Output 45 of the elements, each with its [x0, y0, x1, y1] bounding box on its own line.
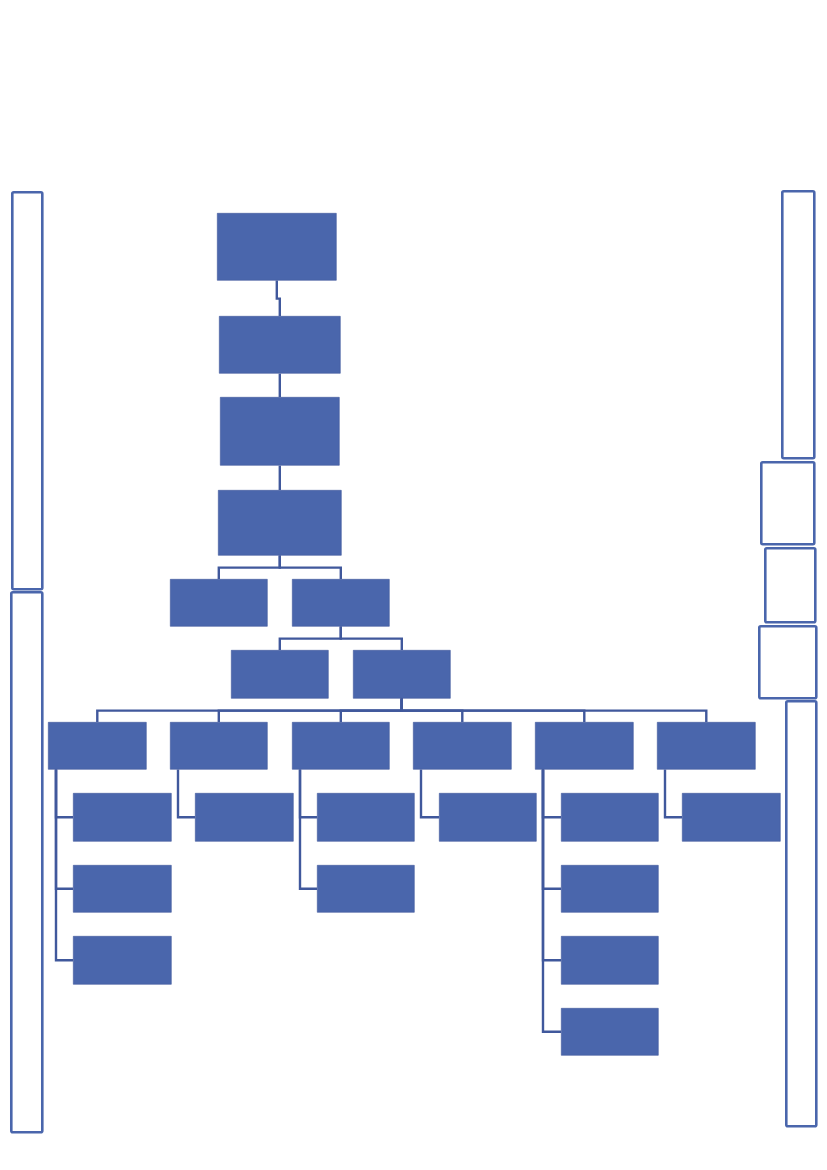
side-band — [785, 700, 818, 1128]
connector-line — [278, 555, 342, 579]
org-chart-box — [170, 722, 268, 770]
connector-line — [419, 769, 439, 819]
side-band — [758, 625, 818, 700]
connector-line — [278, 465, 281, 490]
org-chart-box — [561, 1008, 659, 1056]
connector-line — [275, 280, 281, 316]
side-band — [781, 190, 816, 460]
org-chart-box — [317, 793, 415, 842]
org-chart-box — [231, 650, 329, 699]
connector-line — [663, 769, 682, 819]
org-chart-box — [292, 722, 390, 770]
org-chart-box — [439, 793, 537, 842]
org-chart-box — [170, 579, 268, 627]
connector-line — [400, 698, 708, 722]
connector-line — [339, 626, 403, 650]
side-band — [760, 461, 816, 546]
org-chart-box — [561, 936, 659, 985]
org-chart-box — [73, 865, 172, 913]
org-chart-box — [561, 865, 659, 913]
org-chart-box — [682, 793, 781, 842]
org-chart-box — [219, 316, 341, 374]
org-chart-box — [73, 793, 172, 842]
org-chart-box — [195, 793, 294, 842]
connector-line — [298, 769, 317, 890]
org-chart-box — [218, 490, 342, 556]
side-band — [11, 191, 44, 591]
org-chart-box — [657, 722, 756, 770]
org-chart-box — [217, 213, 337, 281]
connector-line — [541, 769, 561, 1033]
org-chart-box — [561, 793, 659, 842]
org-chart-box — [73, 936, 172, 985]
org-chart-box — [535, 722, 634, 770]
connector-line — [278, 373, 281, 397]
connector-line — [176, 769, 195, 819]
side-band — [764, 547, 817, 624]
org-chart-box — [48, 722, 147, 770]
org-chart-box — [353, 650, 451, 699]
connector-line — [54, 769, 73, 962]
org-chart-box — [220, 397, 340, 466]
side-band — [10, 591, 44, 1134]
org-chart-box — [413, 722, 512, 770]
org-chart-box — [292, 579, 390, 627]
org-chart-box — [317, 865, 415, 913]
